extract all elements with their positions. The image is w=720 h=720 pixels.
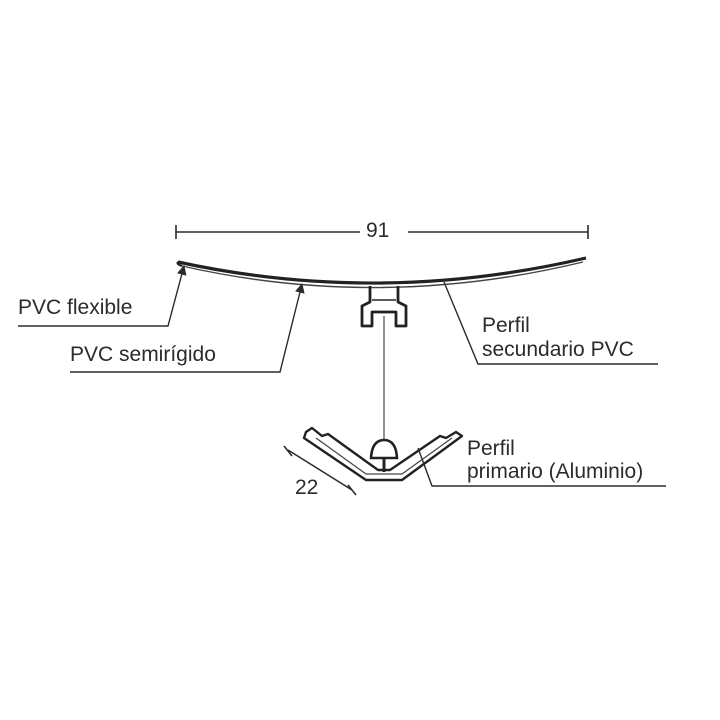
label-pvc-semirigid: PVC semirígido [70,343,216,366]
leader-pvc-flexible [18,265,187,327]
secondary-pvc-profile [176,256,587,328]
width-dimension-value: 91 [360,219,396,243]
depth-dimension-value: 22 [295,476,319,499]
depth-dimension-line [283,445,357,496]
primary-aluminium-profile [302,426,464,482]
leader-pvc-semirigid [70,283,305,373]
label-primary-line1: Perfil [467,437,515,460]
label-secondary-line1: Perfil [482,314,530,337]
label-secondary-line2: secundario PVC [482,338,634,361]
label-pvc-flexible: PVC flexible [18,296,133,319]
leader-secondary-profile [443,281,658,365]
leader-primary-profile [417,447,666,487]
width-dimension-line [175,225,589,239]
label-primary-line2: primario (Aluminio) [467,460,644,483]
